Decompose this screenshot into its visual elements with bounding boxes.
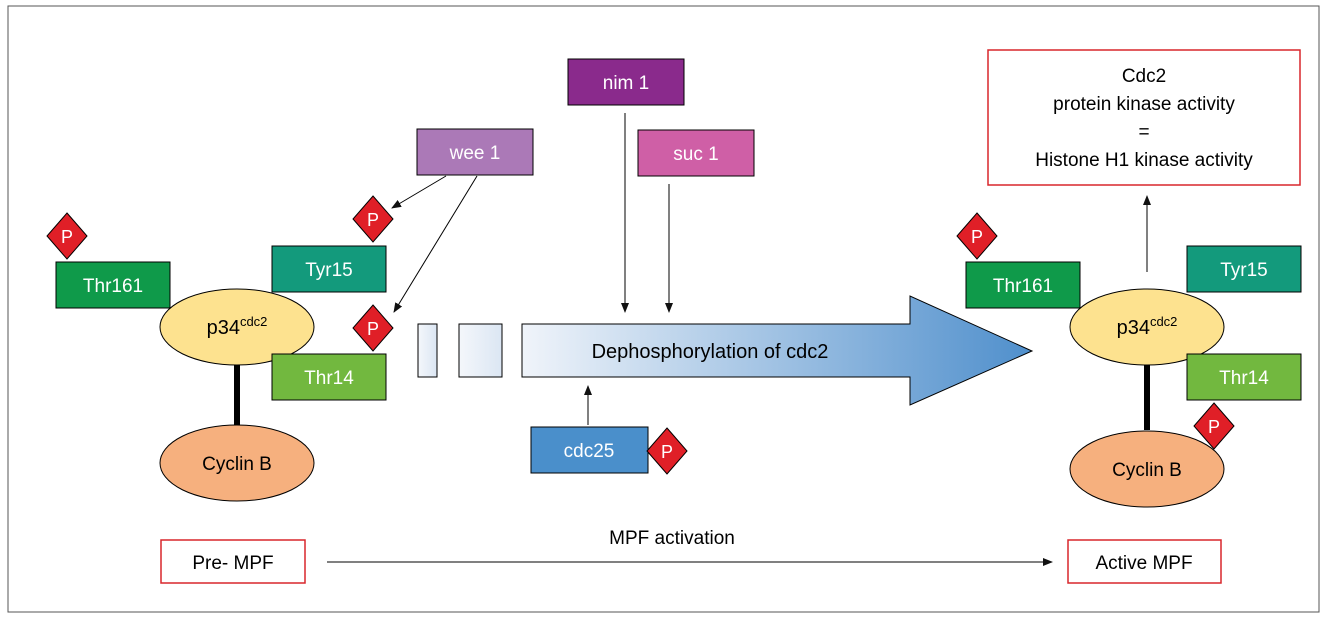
mpf-activation-label: MPF activation (609, 528, 735, 549)
big-arrow-shape (521, 295, 1034, 406)
left-cyclin-b-label: Cyclin B (202, 454, 272, 475)
suc1-box (637, 129, 755, 177)
left-thr14-label: Thr14 (304, 368, 354, 389)
cdc25-box (530, 426, 649, 474)
svg-text:P: P (367, 319, 379, 339)
left-tyr15-box (271, 245, 387, 293)
right-thr14-box (1186, 353, 1302, 401)
nim1-regulator: nim 1 (567, 58, 685, 313)
right-phospho-thr161: P (956, 212, 998, 260)
wee1-label: wee 1 (449, 143, 501, 164)
activity-line-1: Cdc2 (1122, 66, 1166, 87)
left-cyclin-b (159, 424, 315, 502)
right-complex: Cyclin B p34cdc2 Thr161 Tyr15 Thr14 P P (956, 195, 1302, 508)
left-phospho-thr161: P (46, 212, 88, 260)
suc1-regulator: suc 1 (637, 129, 755, 313)
svg-text:P: P (61, 227, 73, 247)
frame-border (7, 5, 1320, 613)
right-tyr15-label: Tyr15 (1220, 260, 1268, 281)
cdc25-label: cdc25 (564, 441, 615, 462)
left-phospho-thr14: P (352, 304, 394, 352)
svg-text:P: P (661, 442, 673, 462)
right-phospho-cyclin: P (1193, 402, 1235, 450)
big-arrow-label: Dephosphorylation of cdc2 (592, 341, 829, 363)
activity-line-4: Histone H1 kinase activity (1035, 150, 1253, 171)
wee1-regulator: wee 1 (391, 128, 534, 313)
right-p34-cdc2 (1069, 288, 1225, 366)
progress-block-2 (458, 323, 503, 378)
svg-text:P: P (1208, 417, 1220, 437)
pre-mpf-label: Pre- MPF (192, 553, 273, 574)
right-tyr15-box (1186, 245, 1302, 293)
activity-box-outline (987, 49, 1301, 186)
left-tyr15-label: Tyr15 (305, 260, 353, 281)
left-thr161-box (55, 261, 171, 309)
wee1-to-tyr15-arrow (391, 175, 447, 209)
active-mpf-label: Active MPF (1095, 553, 1192, 574)
left-p34-cdc2 (159, 288, 315, 366)
right-thr14-label: Thr14 (1219, 368, 1269, 389)
left-complex: Cyclin B p34cdc2 Thr161 Tyr15 Thr14 P P … (46, 195, 394, 502)
left-thr161-label: Thr161 (83, 276, 143, 297)
cdc25-regulator: cdc25 P (530, 385, 688, 475)
right-thr161-label: Thr161 (993, 276, 1053, 297)
left-thr14-box (271, 353, 387, 401)
activity-line-2: protein kinase activity (1053, 94, 1235, 115)
right-cyclin-b-label: Cyclin B (1112, 460, 1182, 481)
pre-mpf-box (160, 539, 306, 584)
svg-text:P: P (367, 210, 379, 230)
nim1-box (567, 58, 685, 106)
activity-box: Cdc2 protein kinase activity = Histone H… (987, 49, 1301, 186)
cdc25-phospho: P (646, 427, 688, 475)
svg-text:P: P (971, 227, 983, 247)
activity-line-3: = (1138, 122, 1149, 143)
suc1-label: suc 1 (673, 144, 718, 165)
bottom-row: Pre- MPF MPF activation Active MPF (160, 528, 1222, 584)
nim1-label: nim 1 (603, 73, 649, 94)
right-cyclin-b (1069, 430, 1225, 508)
right-thr161-box (965, 261, 1081, 309)
progress-block-1 (417, 323, 438, 378)
active-mpf-box (1067, 539, 1222, 584)
right-p34-label: p34cdc2 (1117, 314, 1178, 339)
left-phospho-tyr15: P (352, 195, 394, 243)
dephosphorylation-arrow: Dephosphorylation of cdc2 (521, 295, 1034, 406)
wee1-box (416, 128, 534, 176)
left-p34-label: p34cdc2 (207, 314, 268, 339)
wee1-to-thr14-arrow (393, 175, 478, 313)
